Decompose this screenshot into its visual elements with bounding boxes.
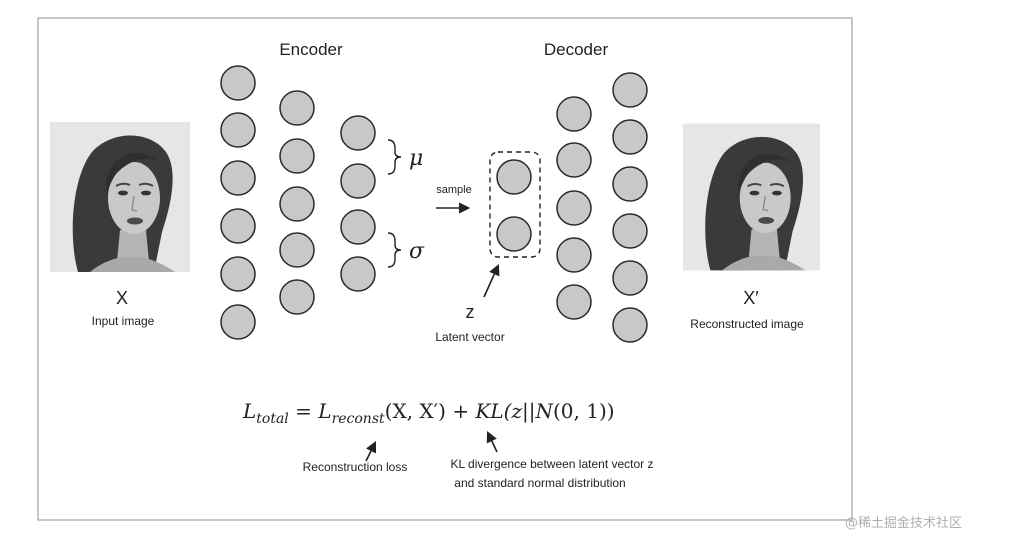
encoder-node — [220, 112, 256, 148]
sigma-brace — [387, 232, 402, 268]
kl-divergence-arrow — [486, 430, 498, 453]
encoder-node — [220, 304, 256, 340]
decoder-node — [556, 190, 592, 226]
encoder-node — [220, 256, 256, 292]
decoder-node — [556, 284, 592, 320]
encoder-node — [279, 138, 315, 174]
mu-brace — [387, 139, 402, 175]
sample-label: sample — [436, 184, 471, 196]
loss-total-symbol: L — [242, 399, 256, 423]
latent-node — [496, 159, 532, 195]
loss-formula: Ltotal = Lreconst(X, X′) + KL(z||N(0, 1)… — [242, 399, 615, 427]
mu-label: μ — [409, 146, 423, 171]
latent-pointer-arrow — [483, 263, 500, 298]
loss-reconst-args: (X, X′) + — [385, 399, 476, 423]
input-symbol: X — [116, 288, 128, 308]
decoder-node — [612, 213, 648, 249]
loss-total-subscript: total — [256, 411, 289, 427]
loss-kl-term: KL(z||N — [474, 399, 554, 424]
decoder-node — [612, 260, 648, 296]
output-caption: Reconstructed image — [690, 317, 804, 331]
reconstruction-loss-arrow — [365, 440, 377, 462]
kl-divergence-label-line1: KL divergence between latent vector z — [450, 457, 653, 471]
decoder-layer-1 — [556, 96, 592, 320]
loss-reconst-subscript: reconst — [332, 411, 385, 427]
decoder-title: Decoder — [544, 40, 609, 59]
encoder-node — [279, 279, 315, 315]
reconstructed-image — [683, 122, 820, 272]
reconstruction-loss-label: Reconstruction loss — [303, 460, 408, 474]
encoder-node — [220, 160, 256, 196]
input-image — [50, 122, 190, 272]
encoder-node — [340, 163, 376, 199]
latent-box — [489, 151, 541, 258]
encoder-layer-1 — [220, 65, 256, 340]
decoder-node — [612, 72, 648, 108]
watermark: @稀土掘金技术社区 — [845, 515, 962, 531]
latent-symbol: z — [466, 302, 475, 322]
encoder-layer-3 — [340, 115, 376, 292]
output-symbol: X′ — [743, 288, 759, 308]
encoder-title: Encoder — [279, 40, 343, 59]
decoder-node — [556, 96, 592, 132]
latent-node — [496, 216, 532, 252]
latent-caption: Latent vector — [435, 330, 504, 344]
encoder-node — [279, 90, 315, 126]
decoder-node — [612, 166, 648, 202]
decoder-node — [556, 142, 592, 178]
encoder-node — [279, 232, 315, 268]
decoder-node — [612, 119, 648, 155]
encoder-layer-2 — [279, 90, 315, 315]
decoder-node — [612, 307, 648, 343]
encoder-node — [340, 209, 376, 245]
loss-kl-args: (0, 1)) — [553, 399, 615, 423]
loss-equals: = — [289, 399, 318, 423]
encoder-node — [340, 115, 376, 151]
encoder-node — [220, 65, 256, 101]
sigma-label: σ — [409, 239, 425, 264]
kl-divergence-label-line2: and standard normal distribution — [454, 476, 625, 490]
encoder-node — [279, 186, 315, 222]
encoder-node — [220, 208, 256, 244]
loss-reconst-symbol: L — [317, 399, 331, 423]
encoder-node — [340, 256, 376, 292]
decoder-node — [556, 237, 592, 273]
decoder-layer-2 — [612, 72, 648, 343]
input-caption: Input image — [92, 314, 155, 328]
